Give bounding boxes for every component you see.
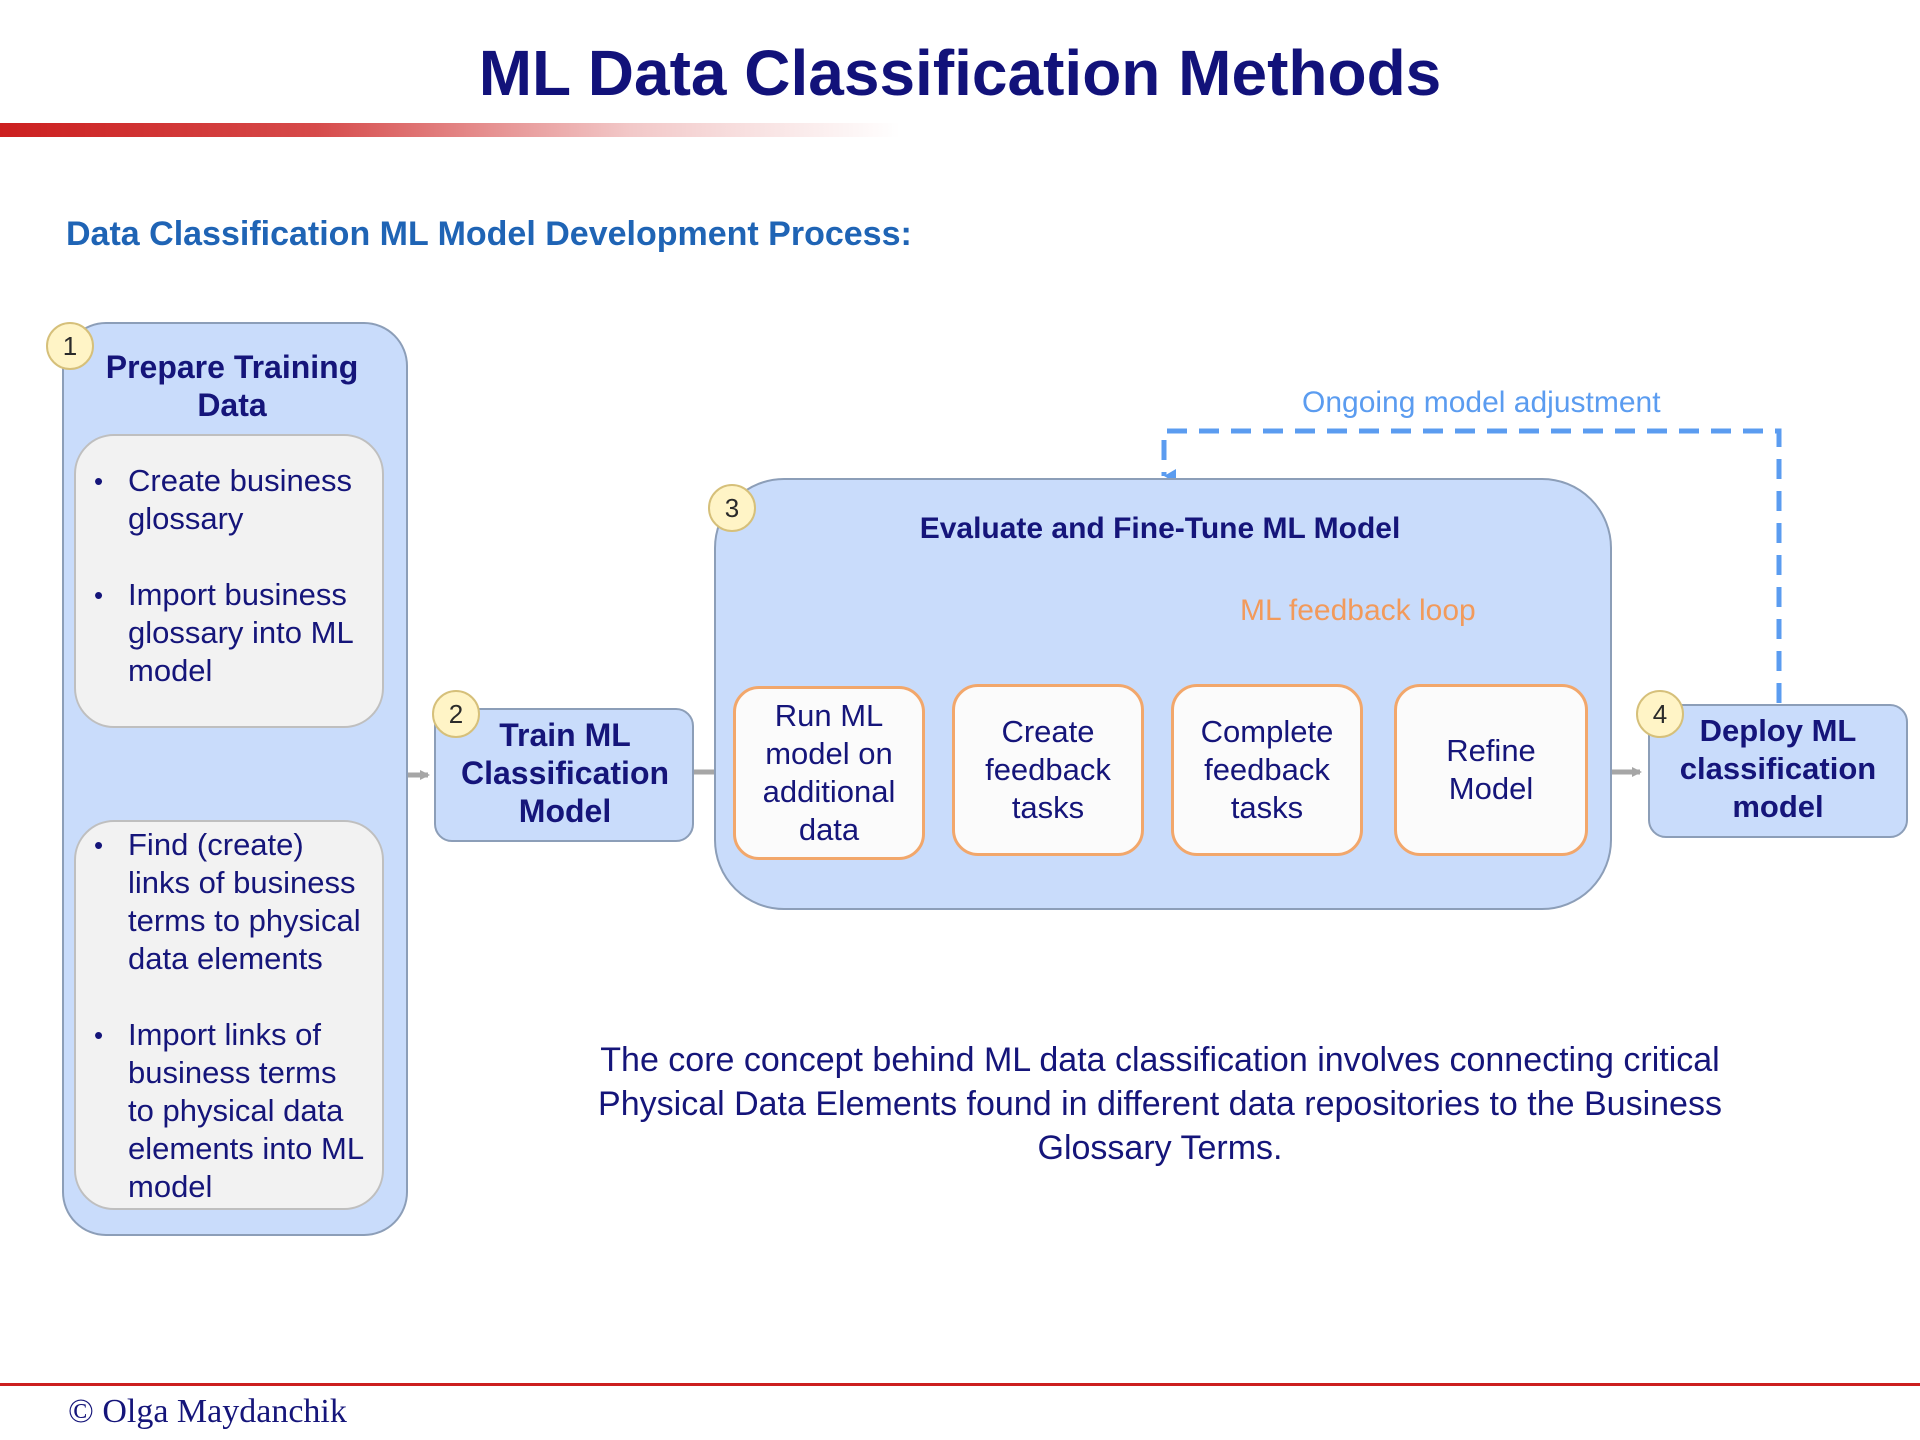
step1-glossary-box: Create business glossary Import business… bbox=[74, 434, 384, 728]
step1-bullet-find-links: Find (create) links of business terms to… bbox=[94, 826, 366, 978]
copyright-footer: © Olga Maydanchik bbox=[68, 1393, 347, 1430]
feedback-loop-label: ML feedback loop bbox=[1240, 594, 1476, 627]
adjustment-loop-label: Ongoing model adjustment bbox=[1302, 386, 1661, 419]
step1-number-badge: 1 bbox=[46, 322, 94, 370]
step2-number-badge: 2 bbox=[432, 690, 480, 738]
step1-bullet-create-glossary: Create business glossary bbox=[94, 462, 366, 538]
footer-rule bbox=[0, 1383, 1920, 1386]
step4-title-line2: classification bbox=[1679, 751, 1877, 786]
substep-create-feedback-label: Create feedback tasks bbox=[985, 714, 1111, 825]
step1-title-line2: Data bbox=[197, 387, 267, 423]
concept-description: The core concept behind ML data classifi… bbox=[598, 1041, 1722, 1167]
step2-title-line1: Train ML bbox=[499, 717, 631, 753]
step1-links-box: Find (create) links of business terms to… bbox=[74, 820, 384, 1210]
title-underline bbox=[0, 123, 900, 137]
substep-complete-feedback: Complete feedback tasks bbox=[1171, 684, 1363, 856]
substep-complete-feedback-label: Complete feedback tasks bbox=[1200, 714, 1334, 825]
step2-title-line3: Model bbox=[518, 793, 612, 829]
step4-title: Deploy ML classification model bbox=[1648, 712, 1908, 826]
substep-refine-model: Refine Model bbox=[1394, 684, 1588, 856]
step1-links-list: Find (create) links of business terms to… bbox=[90, 826, 366, 1206]
step2-title-line2: Classification bbox=[460, 755, 670, 791]
step4-title-line3: model bbox=[1732, 789, 1824, 824]
step1-title: Prepare Training Data bbox=[82, 348, 382, 424]
step3-title: Evaluate and Fine-Tune ML Model bbox=[919, 512, 1401, 545]
step4-number-badge: 4 bbox=[1636, 690, 1684, 738]
page-title: ML Data Classification Methods bbox=[478, 37, 1442, 109]
substep-create-feedback: Create feedback tasks bbox=[952, 684, 1144, 856]
substep-refine-model-label: Refine Model bbox=[1446, 733, 1536, 806]
step2-title: Train ML Classification Model bbox=[440, 716, 690, 830]
process-subtitle: Data Classification ML Model Development… bbox=[66, 215, 912, 253]
step1-glossary-list: Create business glossary Import business… bbox=[90, 462, 366, 690]
substep-run-model: Run ML model on additional data bbox=[733, 686, 925, 860]
step2-box bbox=[434, 708, 694, 842]
step1-title-line1: Prepare Training bbox=[105, 349, 359, 385]
step1-bullet-import-links: Import links of business terms to physic… bbox=[94, 1016, 366, 1206]
substep-run-model-label: Run ML model on additional data bbox=[762, 698, 896, 847]
step1-bullet-import-glossary: Import business glossary into ML model bbox=[94, 576, 366, 690]
step4-title-line1: Deploy ML bbox=[1699, 713, 1857, 748]
step4-box bbox=[1648, 704, 1908, 838]
adjustment-loop-line bbox=[1161, 428, 1782, 703]
step3-number-badge: 3 bbox=[708, 484, 756, 532]
